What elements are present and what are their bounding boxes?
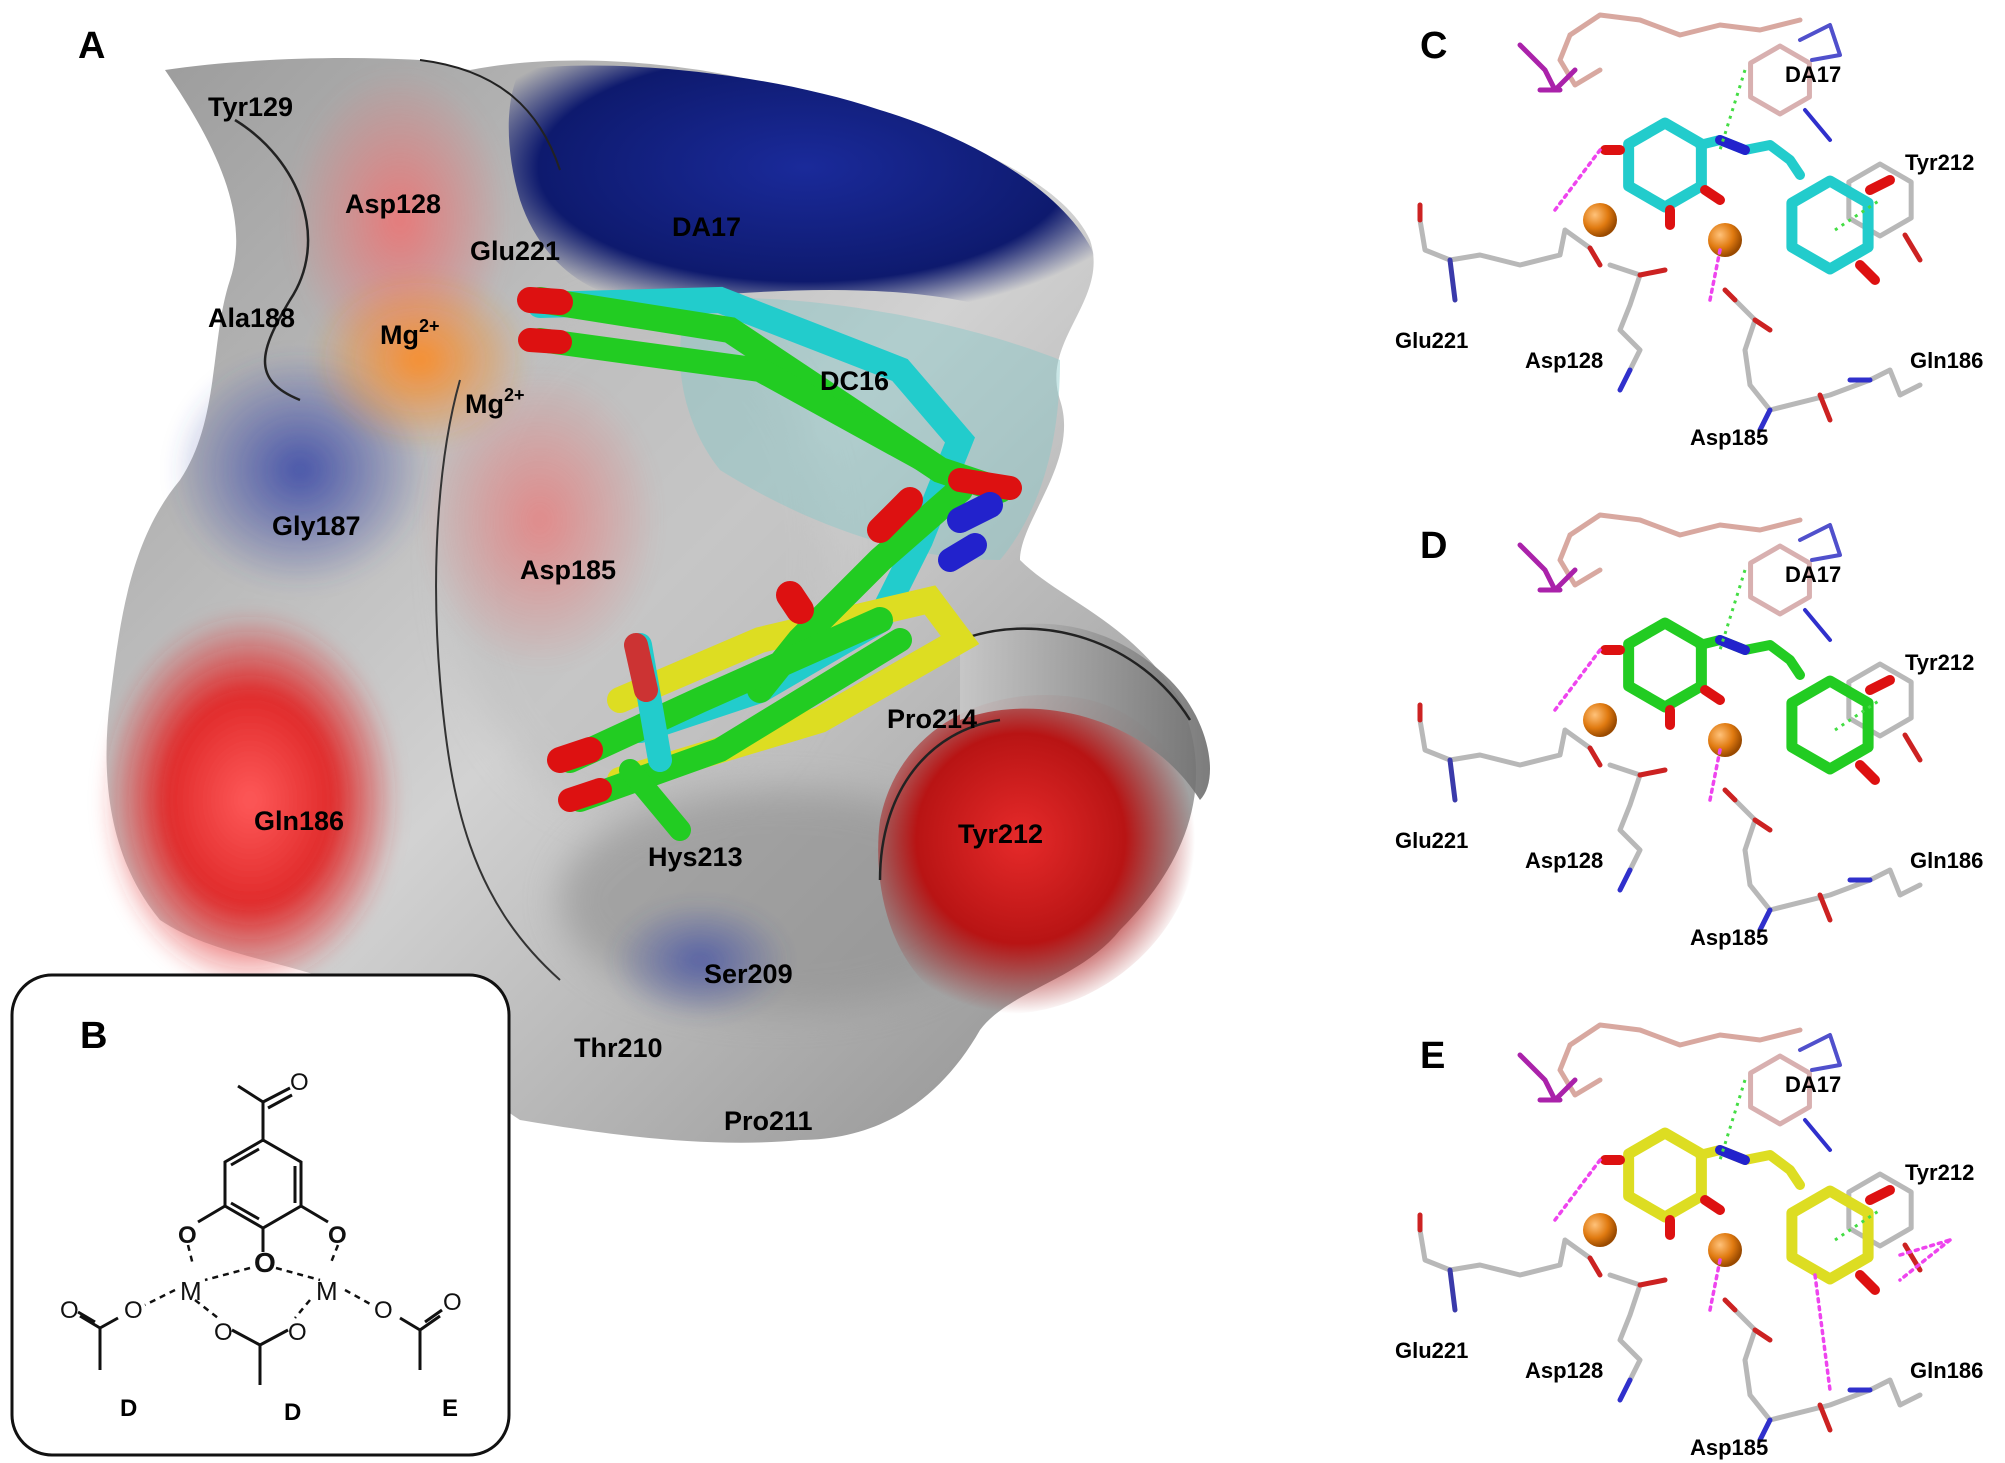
label-tyr212: Tyr212 xyxy=(1905,1160,1974,1185)
panel-d-letter: D xyxy=(1420,525,1447,567)
label-tyr129: Tyr129 xyxy=(208,92,293,122)
panel-b-scheme: B xyxy=(10,973,511,1457)
label-hys213: Hys213 xyxy=(648,842,743,872)
atom-m-left: M xyxy=(180,1276,202,1306)
label-asp128: Asp128 xyxy=(345,189,441,219)
atom-o-mid: O xyxy=(254,1247,276,1278)
label-b-e: E xyxy=(442,1395,458,1422)
label-mg-1: Mg2+ xyxy=(380,316,440,350)
label-gly187: Gly187 xyxy=(272,511,361,541)
label-pro214: Pro214 xyxy=(887,704,977,734)
label-glu221: Glu221 xyxy=(1395,828,1468,853)
label-asp128: Asp128 xyxy=(1525,348,1603,373)
panel-b-frame xyxy=(10,973,511,1457)
label-dc16: DC16 xyxy=(820,366,889,396)
panel-a-labels: A Tyr129 Asp128 Glu221 DA17 Ala188 Mg2+ … xyxy=(78,25,1043,1136)
panel-e-letter: E xyxy=(1420,1035,1445,1077)
label-b-d2: D xyxy=(284,1399,301,1426)
label-da17: DA17 xyxy=(672,212,741,242)
label-da17: DA17 xyxy=(1785,1072,1841,1097)
label-b-d1: D xyxy=(120,1395,137,1422)
atom-o-right: O xyxy=(328,1222,347,1249)
panel-c-letter: C xyxy=(1420,25,1447,67)
atom-o-ac2b: O xyxy=(288,1319,307,1346)
panel-a-ligands xyxy=(517,286,1022,841)
label-thr210: Thr210 xyxy=(574,1033,663,1063)
atom-o-ac3a: O xyxy=(374,1297,393,1324)
label-asp185: Asp185 xyxy=(1690,925,1768,950)
label-da17: DA17 xyxy=(1785,62,1841,87)
label-asp128: Asp128 xyxy=(1525,1358,1603,1383)
label-mg-2: Mg2+ xyxy=(465,385,525,419)
atom-m-right: M xyxy=(316,1276,338,1306)
label-tyr212: Tyr212 xyxy=(958,819,1043,849)
label-asp128: Asp128 xyxy=(1525,848,1603,873)
label-glu221: Glu221 xyxy=(470,236,560,266)
panel-a-letter: A xyxy=(78,25,105,67)
label-asp185: Asp185 xyxy=(1690,1435,1768,1460)
atom-o-ac1b: O xyxy=(124,1297,143,1324)
label-gln186: Gln186 xyxy=(1910,348,1983,373)
panel-b-letter: B xyxy=(80,1015,107,1057)
label-pro211: Pro211 xyxy=(724,1106,813,1136)
label-glu221: Glu221 xyxy=(1395,1338,1468,1363)
panel-a-surface xyxy=(100,58,1210,1143)
label-glu221: Glu221 xyxy=(1395,328,1468,353)
label-tyr212: Tyr212 xyxy=(1905,150,1974,175)
label-gln186: Gln186 xyxy=(1910,1358,1983,1383)
label-gln186: Gln186 xyxy=(254,806,344,836)
atom-o-ac1a: O xyxy=(60,1297,79,1324)
label-tyr212: Tyr212 xyxy=(1905,650,1974,675)
atom-o-left: O xyxy=(178,1222,197,1249)
atom-o-top: O xyxy=(290,1069,309,1096)
label-asp185: Asp185 xyxy=(520,555,616,585)
label-asp185: Asp185 xyxy=(1690,425,1768,450)
atom-o-ac3b: O xyxy=(443,1289,462,1316)
label-da17: DA17 xyxy=(1785,562,1841,587)
label-ala188: Ala188 xyxy=(208,303,295,333)
label-gln186: Gln186 xyxy=(1910,848,1983,873)
label-ser209: Ser209 xyxy=(704,959,793,989)
atom-o-ac2a: O xyxy=(214,1319,233,1346)
